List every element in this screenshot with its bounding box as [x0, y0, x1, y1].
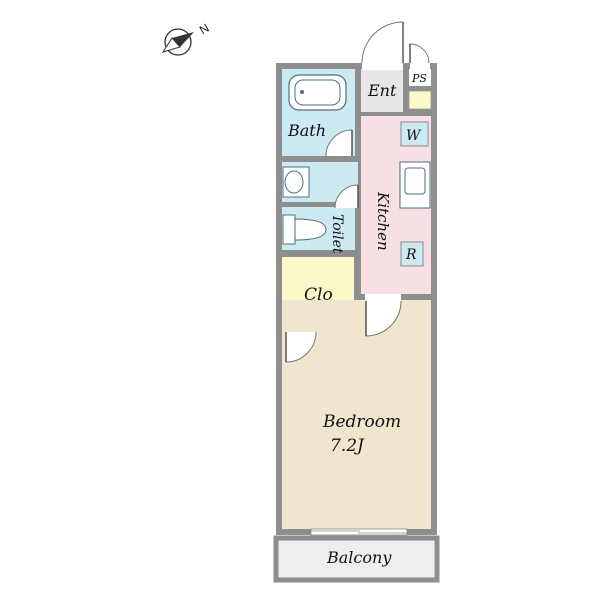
bath-door	[325, 129, 353, 157]
compass-arrow-icon	[161, 28, 194, 56]
ps-box	[408, 90, 432, 110]
compass-north-label: N	[197, 21, 212, 37]
kitchen-label: Kitchen	[374, 191, 392, 251]
ps-area	[409, 69, 431, 87]
bedroom-door	[365, 294, 402, 337]
closet-label: Clo	[304, 285, 333, 305]
stove-icon	[399, 161, 431, 209]
balcony-label: Balcony	[326, 548, 392, 567]
bedroom-size-label: 7.2J	[330, 436, 365, 456]
interior-walls	[361, 69, 431, 114]
bath-label: Bath	[287, 121, 326, 140]
entrance-area	[361, 69, 404, 113]
balcony-window	[310, 528, 408, 536]
fridge-label: R	[405, 247, 417, 263]
toilet-icon	[282, 214, 327, 245]
ps-door	[409, 43, 430, 70]
fridge-box	[400, 241, 424, 267]
washer-label: W	[406, 128, 422, 144]
toilet-door	[334, 184, 359, 209]
washer-box	[400, 121, 429, 147]
ps-label: PS	[411, 72, 427, 85]
compass: N	[161, 21, 212, 56]
closet-door	[285, 331, 317, 363]
toilet-label: Toilet	[329, 214, 345, 254]
washbasin-icon	[282, 166, 310, 198]
ent-label: Ent	[367, 81, 397, 100]
bedroom-label: Bedroom	[322, 412, 401, 432]
balcony-area	[273, 535, 440, 583]
entrance-door	[361, 21, 404, 70]
bathtub-icon	[288, 74, 347, 111]
